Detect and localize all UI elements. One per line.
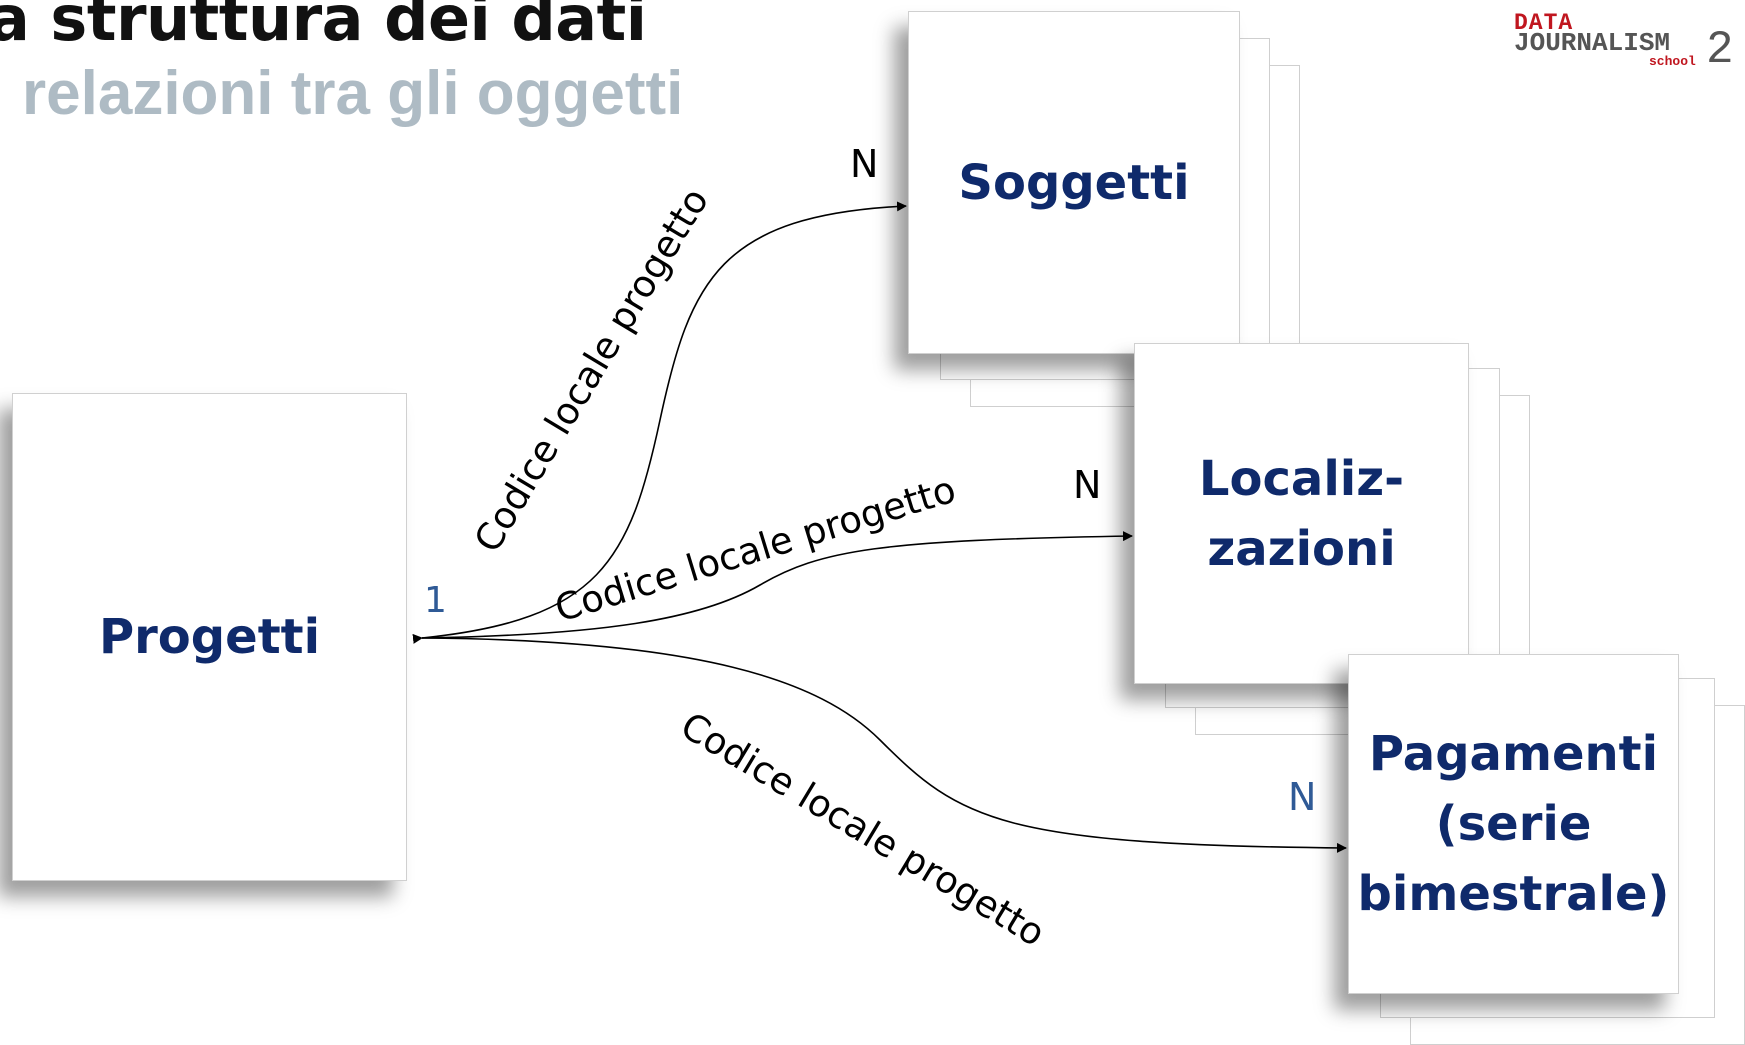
relation-label-soggetti: Codice locale progetto	[466, 181, 717, 560]
logo-mark: 2	[1706, 24, 1734, 76]
cardinality-pagamenti: N	[1288, 775, 1316, 819]
page-title: a struttura dei dati	[0, 0, 647, 55]
entity-box-progetti: Progetti	[12, 393, 407, 881]
entity-label-pagamenti: Pagamenti (serie bimestrale)	[1357, 726, 1670, 922]
entity-box-soggetti: Soggetti	[908, 11, 1240, 354]
logo-line-data: DATA	[1514, 10, 1574, 36]
connector-progetti-soggetti	[412, 201, 907, 644]
page-subtitle: relazioni tra gli oggetti	[22, 59, 684, 128]
connector-progetti-localizzazioni	[421, 531, 1133, 639]
entity-box-localizzazioni: Localiz- zazioni	[1134, 343, 1469, 684]
entity-label-soggetti: Soggetti	[958, 154, 1190, 211]
logo-line-school: school	[1649, 54, 1696, 69]
entity-label-progetti: Progetti	[98, 609, 321, 665]
logo-line-journalism: JOURNALISM	[1514, 28, 1671, 58]
cardinality-soggetti: N	[850, 142, 878, 186]
entity-label-localizzazioni: Localiz- zazioni	[1198, 450, 1405, 577]
relation-label-pagamenti: Codice locale progetto	[673, 704, 1052, 955]
cardinality-localizzazioni: N	[1073, 463, 1101, 507]
entity-box-pagamenti: Pagamenti (serie bimestrale)	[1348, 654, 1679, 994]
cardinality-one: 1	[424, 580, 447, 621]
relation-label-localizzazioni: Codice locale progetto	[550, 468, 961, 631]
connector-progetti-pagamenti	[421, 637, 1347, 853]
data-journalism-school-logo: DATA JOURNALISM school 2	[1512, 10, 1734, 76]
